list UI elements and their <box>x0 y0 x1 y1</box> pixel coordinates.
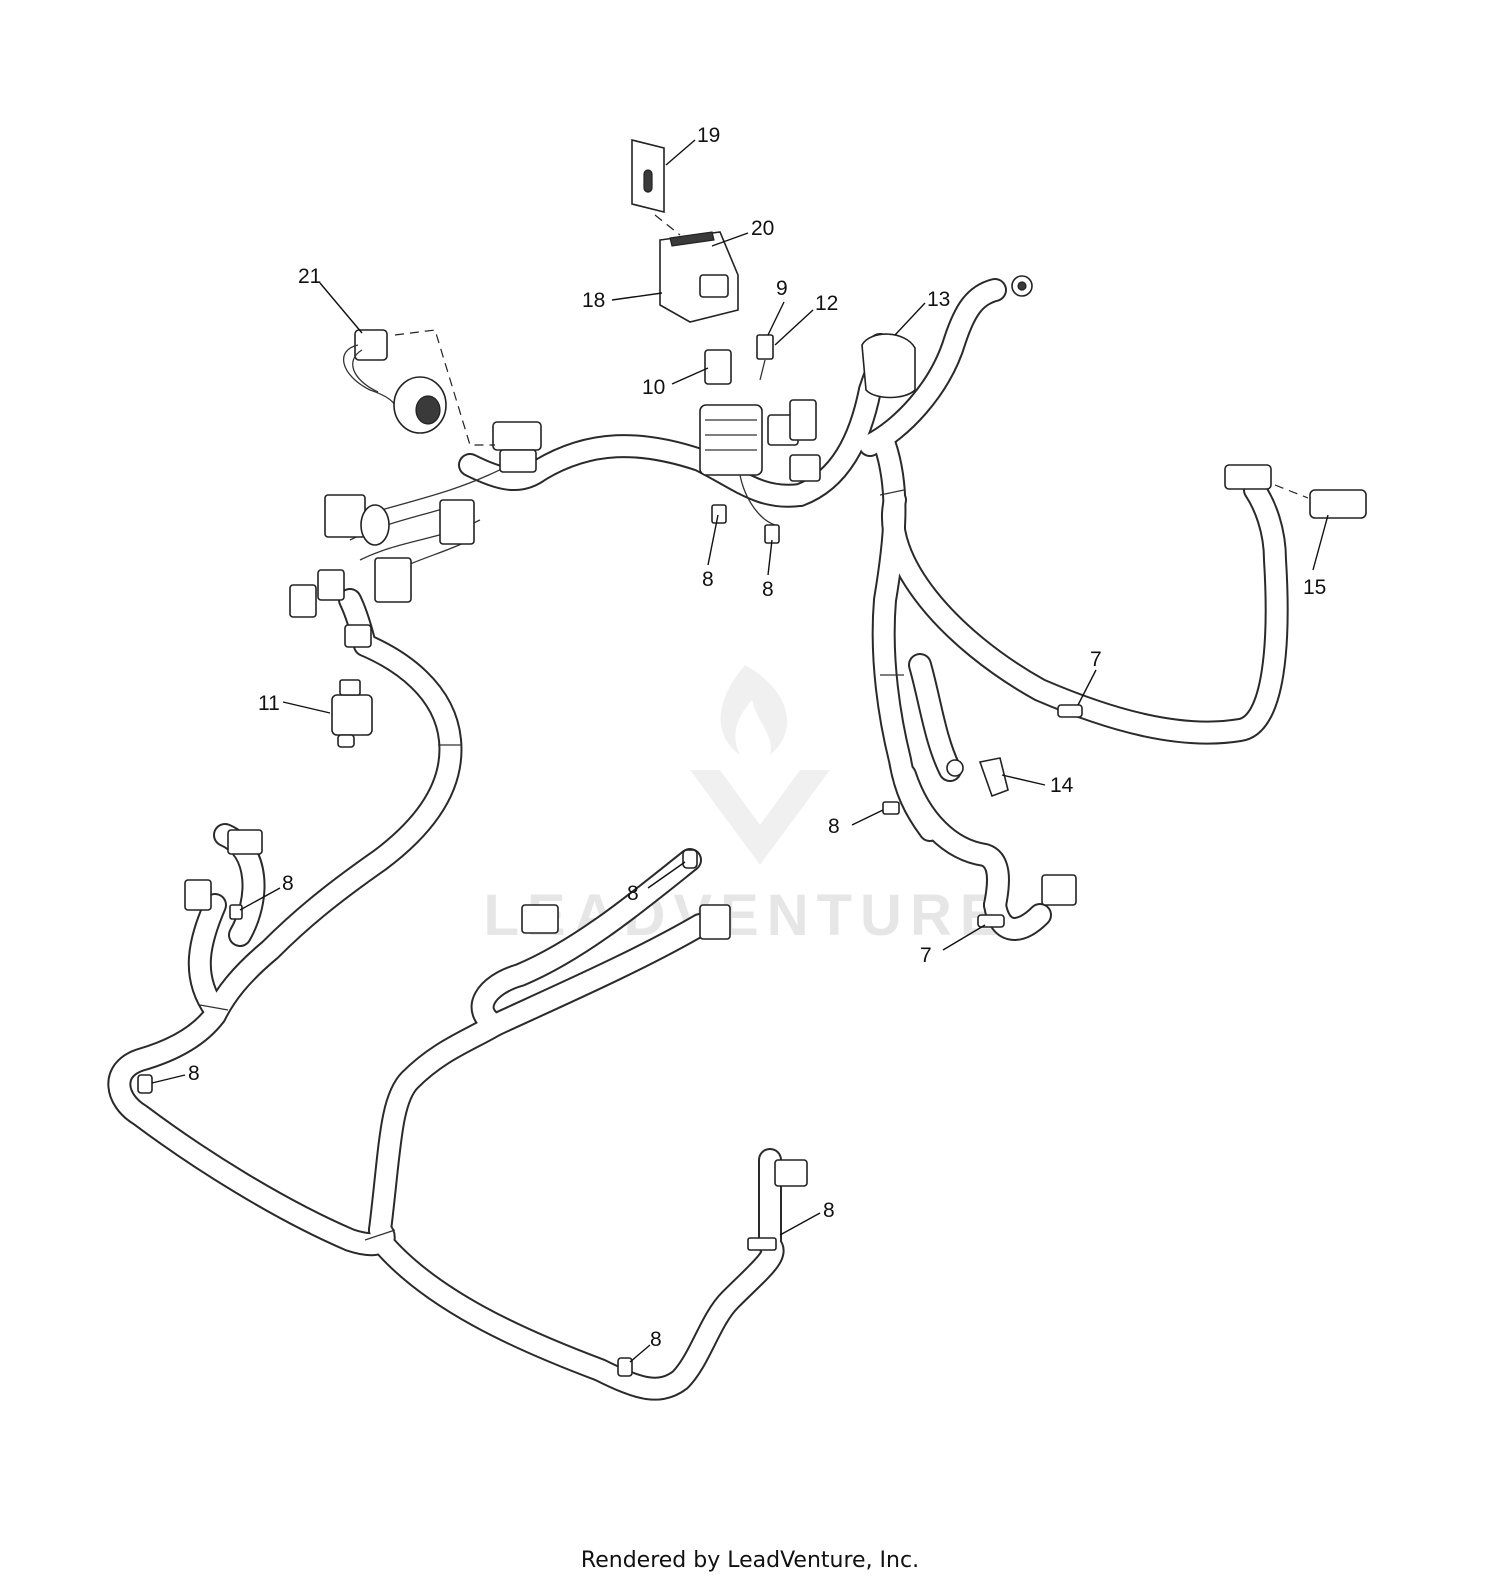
switch-11 <box>331 679 373 748</box>
ground-ring <box>946 759 964 777</box>
connector-15 <box>1224 464 1367 519</box>
ground-boot <box>978 757 1009 798</box>
flame-logo-icon <box>690 665 830 865</box>
callout-14: 14 <box>1050 774 1074 797</box>
cable-ties <box>137 504 1083 1377</box>
small-connector-f <box>344 624 372 648</box>
cable-tie <box>747 1237 777 1251</box>
cable-tie <box>882 801 900 815</box>
fuse-block-cover-20 <box>659 231 739 323</box>
connector-mid-b <box>699 904 731 940</box>
small-connector-e <box>317 569 345 601</box>
callout-21: 21 <box>298 265 321 288</box>
callout-8-h: 8 <box>650 1328 662 1351</box>
switch-11-plug <box>339 679 361 696</box>
ground-terminal-14 <box>946 757 1009 798</box>
cable-tie <box>682 849 698 869</box>
callout-8-a: 8 <box>702 568 714 591</box>
callout-labels: 19 20 18 21 9 12 13 10 8 8 15 7 11 14 8 … <box>188 124 1326 1351</box>
callout-8-d: 8 <box>282 872 294 895</box>
mini-fuse-9 <box>756 334 774 360</box>
bracket-slot <box>643 169 653 193</box>
fuse-block-assembly <box>631 138 739 323</box>
multi-pin-connector-a <box>324 494 366 538</box>
ignition-switch <box>343 329 495 446</box>
connector-cluster-left <box>289 421 542 648</box>
switch-11-plunger <box>337 734 355 748</box>
battery-cable <box>861 275 1033 399</box>
terminal-boot-13 <box>861 333 916 399</box>
switch-11-body <box>331 694 373 736</box>
cable-tie <box>617 1357 633 1377</box>
sleeve-marks <box>199 489 905 1241</box>
callout-8-c: 8 <box>828 815 840 838</box>
inline-plug-bottom <box>499 449 537 473</box>
leader-lines <box>151 139 1329 1363</box>
connector-lower-left-b <box>184 879 212 911</box>
callout-18: 18 <box>582 289 605 312</box>
footer-credit: Rendered by LeadVenture, Inc. <box>580 1548 920 1573</box>
callout-8-g: 8 <box>823 1199 835 1222</box>
callout-13: 13 <box>927 288 950 311</box>
fuse-relay-center <box>699 334 821 544</box>
relay-10 <box>704 349 732 385</box>
end-connectors <box>184 829 1077 1187</box>
callout-10: 10 <box>642 376 665 399</box>
connector-15-female <box>1224 464 1272 490</box>
callout-7-a: 7 <box>1090 648 1102 671</box>
connector-bottom-right <box>774 1159 808 1187</box>
callout-8-b: 8 <box>762 578 774 601</box>
callout-19: 19 <box>697 124 720 147</box>
inline-plug-top <box>492 421 542 451</box>
connector-right-lower <box>1041 874 1077 906</box>
cover-latch <box>699 274 729 298</box>
callout-8-f: 8 <box>188 1062 200 1085</box>
callout-15: 15 <box>1303 576 1326 599</box>
fuse-box-body <box>699 404 763 476</box>
main-harness <box>107 278 1289 1401</box>
callout-8-e: 8 <box>627 882 639 905</box>
connector-mid-a <box>521 904 559 934</box>
harness-interior <box>109 280 1287 1399</box>
ring-terminal-hole <box>1017 281 1027 291</box>
callout-9: 9 <box>776 277 788 300</box>
callout-12: 12 <box>815 292 838 315</box>
multi-pin-connector-c <box>374 557 412 603</box>
inline-connector <box>360 504 390 546</box>
connector-15-male <box>1309 489 1367 519</box>
cable-tie <box>229 904 243 920</box>
callout-11: 11 <box>258 692 280 715</box>
callout-7-b: 7 <box>920 944 932 967</box>
ignition-switch-plug <box>354 329 388 361</box>
fuse-box-socket-b <box>789 399 817 441</box>
callout-20: 20 <box>751 217 774 240</box>
cable-tie <box>711 504 727 524</box>
cable-tie <box>137 1074 153 1094</box>
cover-ridge <box>669 231 715 247</box>
clamp <box>1057 704 1083 718</box>
fuse-box-socket-c <box>789 454 821 482</box>
multi-pin-connector-b <box>439 499 475 545</box>
connector-lower-left-a <box>227 829 263 855</box>
watermark-text: LEADVENTURE <box>483 883 1006 948</box>
clamp <box>977 914 1005 928</box>
small-connector-d <box>289 584 317 618</box>
key-slot <box>415 395 441 425</box>
